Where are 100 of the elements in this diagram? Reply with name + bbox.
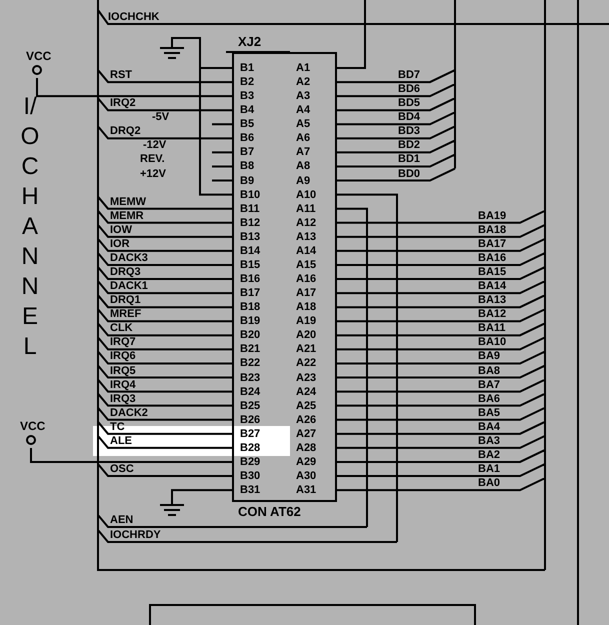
pin-number: A21 <box>296 343 316 356</box>
pin-number: A23 <box>296 372 316 384</box>
bus-line-name: BA0 <box>478 477 500 490</box>
bus-line-name: BD0 <box>398 168 420 180</box>
bus-line-name: BA19 <box>478 210 506 222</box>
pin-number: A17 <box>296 287 316 300</box>
pin-number: A18 <box>296 301 316 314</box>
signal-name: DRQ2 <box>110 125 141 138</box>
signal-name: IOR <box>110 238 130 250</box>
pin-number: B10 <box>240 188 260 201</box>
bus-line-name: BA14 <box>478 280 506 292</box>
bus-line-name: BD3 <box>398 125 420 138</box>
pin-number: B22 <box>240 357 260 370</box>
bus-line-name: BA2 <box>478 448 500 461</box>
pin-number: A7 <box>296 146 310 158</box>
pin-number: B19 <box>240 315 260 328</box>
pin-number: B21 <box>240 343 260 356</box>
bus-line-name: BA4 <box>478 420 500 433</box>
bus-line-name: BA3 <box>478 434 500 447</box>
pin-number: A4 <box>296 104 310 116</box>
pin-number: B1 <box>240 62 254 74</box>
pin-number: A9 <box>296 174 310 187</box>
signal-name: RST <box>110 69 132 82</box>
part-number: CON AT62 <box>238 506 301 518</box>
signal-name: CLK <box>110 322 133 334</box>
pin-number: A1 <box>296 62 310 74</box>
bus-line-name: BA12 <box>478 308 506 320</box>
signal-name: DACK3 <box>110 252 148 264</box>
bus-line-name: BA17 <box>478 238 506 250</box>
pin-number: A28 <box>296 442 316 454</box>
signal-name: ALE <box>110 434 132 447</box>
pin-number: B14 <box>240 244 260 257</box>
bus-line-name: BD4 <box>398 111 420 124</box>
signal-name: IRQ6 <box>110 350 136 362</box>
signal-name: +12V <box>140 168 166 180</box>
pin-number: B27 <box>240 428 260 440</box>
signal-name: IRQ7 <box>110 336 136 348</box>
pin-number: A3 <box>296 90 310 102</box>
signal-name: MREF <box>110 308 142 320</box>
pin-number: B7 <box>240 146 254 158</box>
connector-designator: XJ2 <box>238 36 262 48</box>
terminal-label: VCC <box>26 50 52 62</box>
bus-line-name: BA8 <box>478 364 500 377</box>
pin-number: B9 <box>240 174 254 187</box>
pin-number: B20 <box>240 329 260 342</box>
bus-line-name: BA1 <box>478 463 500 476</box>
signal-name: IRQ2 <box>110 97 136 110</box>
pin-number: B18 <box>240 301 260 314</box>
pin-number: B3 <box>240 90 254 102</box>
wire <box>30 448 232 463</box>
signal-name: IOCHCHK <box>108 11 160 23</box>
pin-number: B23 <box>240 372 260 384</box>
channel-title: I/O CHANNEL <box>20 92 40 362</box>
pin-number: B31 <box>240 484 260 496</box>
pin-number: B5 <box>240 118 254 130</box>
bus-line-name: BA13 <box>478 294 506 306</box>
signal-name: IOW <box>110 224 132 236</box>
signal-name: MEMR <box>110 210 144 222</box>
signal-name: TC <box>110 420 125 433</box>
pin-number: A14 <box>296 244 316 257</box>
pin-number: B15 <box>240 258 260 271</box>
pin-number: A22 <box>296 357 316 370</box>
pin-number: B16 <box>240 273 260 286</box>
pin-number: A27 <box>296 428 316 440</box>
signal-name: MEMW <box>110 196 146 208</box>
pin-number: B28 <box>240 442 260 454</box>
pin-number: B26 <box>240 414 260 426</box>
signal-name: DACK1 <box>110 280 148 292</box>
pin-number: A25 <box>296 400 316 412</box>
bus-line-name: BA16 <box>478 252 506 264</box>
bus-line-name: BD2 <box>398 139 420 152</box>
pin-number: A29 <box>296 456 316 468</box>
bus-line-name: BA9 <box>478 350 500 362</box>
pin-number: A11 <box>296 202 316 215</box>
bus-line-name: BA18 <box>478 224 506 236</box>
signal-name: -5V <box>152 111 170 124</box>
signal-name: -12V <box>143 139 166 152</box>
bus-line-name: BA11 <box>478 322 506 334</box>
pin-number: A5 <box>296 118 310 130</box>
signal-name: AEN <box>110 514 134 526</box>
signal-name: DRQ3 <box>110 266 141 278</box>
signal-name: REV. <box>140 153 165 166</box>
pin-number: B29 <box>240 456 260 468</box>
bus-line-name: BA15 <box>478 266 506 278</box>
bus-line-name: BA7 <box>478 378 500 391</box>
pin-number: A12 <box>296 216 316 229</box>
signal-name: OSC <box>110 463 134 476</box>
pin-number: B24 <box>240 386 260 398</box>
bus-line-name: BD5 <box>398 97 420 110</box>
pin-number: A26 <box>296 414 316 426</box>
pin-number: A20 <box>296 329 316 342</box>
bus-line-name: BD1 <box>398 153 420 166</box>
pin-number: A30 <box>296 470 316 482</box>
pin-number: A19 <box>296 315 316 328</box>
bus-line-name: BA6 <box>478 392 500 405</box>
pin-number: B6 <box>240 132 254 144</box>
pin-number: A16 <box>296 273 316 286</box>
signal-name: IOCHRDY <box>110 529 161 541</box>
bus-line-name: BD7 <box>398 69 420 82</box>
pin-number: B2 <box>240 76 254 88</box>
